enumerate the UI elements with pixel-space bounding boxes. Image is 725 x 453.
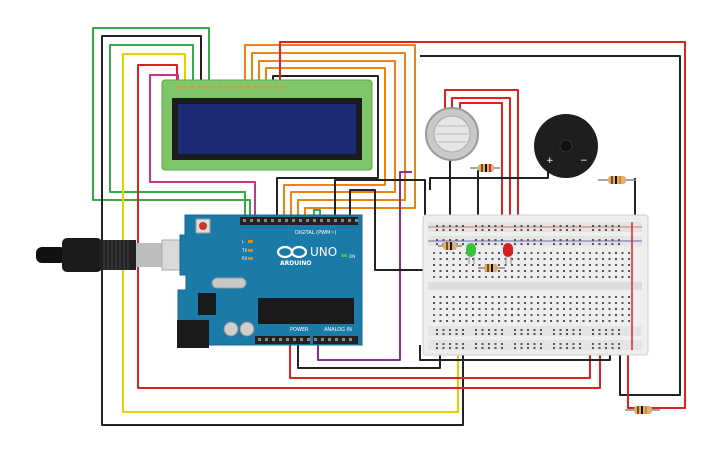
wire-black[interactable] [272,75,379,217]
wire-red[interactable] [137,64,601,389]
wire-orange[interactable] [251,52,406,217]
wire-black[interactable] [101,35,464,426]
wire-red[interactable] [279,41,686,409]
wire-green[interactable] [92,27,251,217]
wire-red[interactable] [289,340,591,379]
tx-label: TX [241,248,247,253]
wire-orange[interactable] [258,60,396,217]
piezo-buzzer[interactable]: + − [534,114,598,178]
wire-black[interactable] [297,340,441,369]
wire-red[interactable] [459,102,503,225]
header-pins [243,219,358,341]
wire-black[interactable] [334,179,426,225]
resistor[interactable] [625,406,660,414]
red-led[interactable] [503,243,513,264]
arduino-uno-board[interactable]: UNO ARDUINO DIGITAL (PWM~) POWER ANALOG … [177,214,363,348]
arduino-brand-label: ARDUINO [280,260,311,267]
wires [92,27,686,426]
atmega-chip [258,298,354,324]
wire-purple[interactable] [317,171,412,361]
wire-orange[interactable] [265,67,386,217]
wire-black[interactable] [349,189,500,271]
buzzer-plus-label: + [546,156,554,166]
wire-yellow[interactable] [122,53,459,413]
rx-label: RX [242,256,248,261]
green-led[interactable] [466,243,476,264]
arduino-model-label: UNO [310,245,337,259]
arduino-logo-icon [276,245,308,259]
resistor[interactable] [478,264,505,272]
resistor[interactable] [598,176,636,184]
wire-green[interactable] [313,209,321,217]
wire-orange[interactable] [244,44,416,217]
buzzer-minus-label: − [580,156,588,166]
usb-cable [36,238,201,272]
resistor[interactable] [470,164,500,172]
power-header [255,336,310,344]
resistor[interactable] [438,242,462,250]
lcd-display[interactable] [161,79,373,171]
wire-red[interactable] [451,97,511,225]
wire-magenta[interactable] [149,74,256,217]
power-label: POWER [290,327,309,333]
on-label: ON [349,254,355,259]
power-jack [177,320,209,348]
wire-red[interactable] [444,89,519,225]
gas-sensor[interactable] [425,107,479,161]
wire-black[interactable] [420,55,681,396]
lcd-pin-row [176,85,285,89]
l-led-label: L [242,239,245,244]
analog-in-label: ANALOG IN [324,327,352,333]
digital-pwm-label: DIGITAL (PWM~) [295,230,337,236]
wire-green[interactable] [109,44,246,217]
breadboard[interactable] [422,214,649,356]
